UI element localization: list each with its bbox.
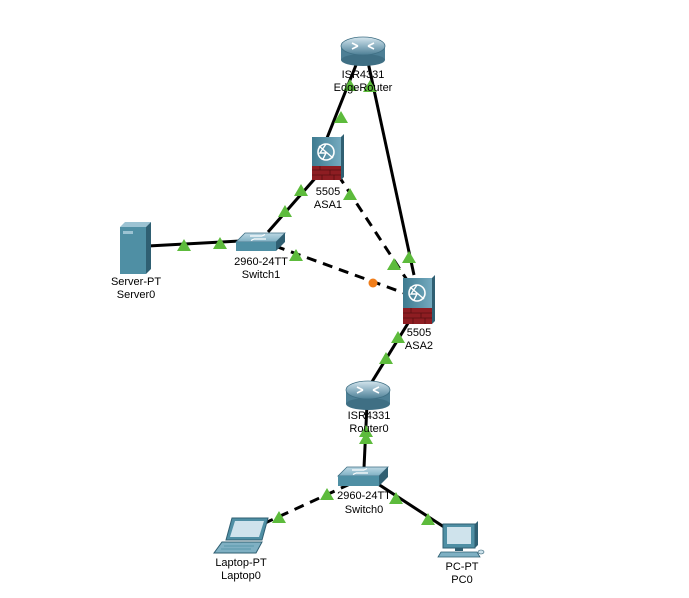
device-model-label: 2960-24TT — [234, 256, 288, 268]
device-model-label: Server-PT — [111, 276, 161, 288]
link-edgerouter-asa2[interactable] — [366, 61, 416, 276]
device-name-label: Switch1 — [242, 269, 281, 281]
device-server0[interactable]: Server-PT Server0 — [111, 222, 161, 301]
link-up-indicator — [343, 188, 357, 200]
server-icon — [120, 222, 151, 274]
device-router0[interactable]: ISR4331 Router0 — [345, 380, 391, 435]
device-model-label: PC-PT — [446, 561, 479, 573]
link-up-indicator — [213, 237, 227, 249]
device-laptop0[interactable]: Laptop-PT Laptop0 — [213, 517, 269, 582]
device-model-label: 2960-24TT — [337, 490, 391, 502]
device-name-label: Switch0 — [345, 504, 384, 516]
link-up-indicator — [421, 513, 435, 525]
link-asa2-router0[interactable] — [368, 319, 412, 386]
device-switch0[interactable]: 2960-24TT Switch0 — [337, 466, 391, 516]
firewall-icon — [312, 134, 344, 180]
device-name-label: EdgeRouter — [334, 82, 393, 94]
firewall-icon — [403, 275, 435, 324]
link-up-indicator — [320, 488, 334, 500]
links — [147, 59, 445, 529]
link-switch0-pc0[interactable] — [377, 482, 445, 529]
switch-icon — [337, 466, 389, 486]
device-model-label: Laptop-PT — [215, 557, 267, 569]
laptop-icon — [213, 517, 269, 554]
link-up-indicator — [359, 432, 373, 444]
switch-icon — [235, 232, 286, 251]
router-icon — [345, 380, 391, 410]
device-model-label: ISR4331 — [342, 69, 385, 81]
device-asa2[interactable]: 5505 ASA2 — [403, 275, 435, 352]
link-status-markers — [177, 79, 435, 525]
device-pc0[interactable]: PC-PT PC0 — [437, 521, 485, 586]
link-up-indicator — [391, 331, 405, 343]
link-up-indicator — [402, 251, 416, 263]
link-up-indicator — [389, 492, 403, 504]
link-up-indicator — [334, 111, 348, 123]
link-up-indicator — [278, 205, 292, 217]
link-up-indicator — [294, 184, 308, 196]
link-edgerouter-asa1[interactable] — [325, 59, 360, 139]
link-up-indicator — [289, 249, 303, 261]
device-name-label: ASA2 — [405, 340, 433, 352]
link-up-indicator — [379, 352, 393, 364]
link-asa1-switch1[interactable] — [266, 174, 320, 233]
device-name-label: PC0 — [451, 574, 472, 586]
link-up-indicator — [177, 239, 191, 251]
device-name-label: ASA1 — [314, 199, 342, 211]
router-icon — [340, 36, 386, 66]
device-model-label: ISR4331 — [348, 410, 391, 422]
device-model-label: 5505 — [407, 327, 431, 339]
device-name-label: Router0 — [349, 423, 388, 435]
device-asa1[interactable]: 5505 ASA1 — [312, 134, 344, 211]
link-server0-switch1[interactable] — [147, 239, 241, 248]
device-edgerouter[interactable]: ISR4331 EdgeRouter — [334, 36, 393, 94]
device-model-label: 5505 — [316, 186, 340, 198]
link-up-indicator — [343, 79, 357, 91]
device-name-label: Laptop0 — [221, 570, 261, 582]
device-switch1[interactable]: 2960-24TT Switch1 — [234, 232, 288, 281]
device-name-label: Server0 — [117, 289, 156, 301]
link-up-indicator — [272, 511, 286, 523]
link-up-indicator — [359, 425, 373, 437]
link-pending-indicator — [368, 278, 378, 288]
pc-icon — [437, 521, 485, 558]
link-up-indicator — [387, 258, 401, 270]
link-up-indicator — [363, 80, 377, 92]
